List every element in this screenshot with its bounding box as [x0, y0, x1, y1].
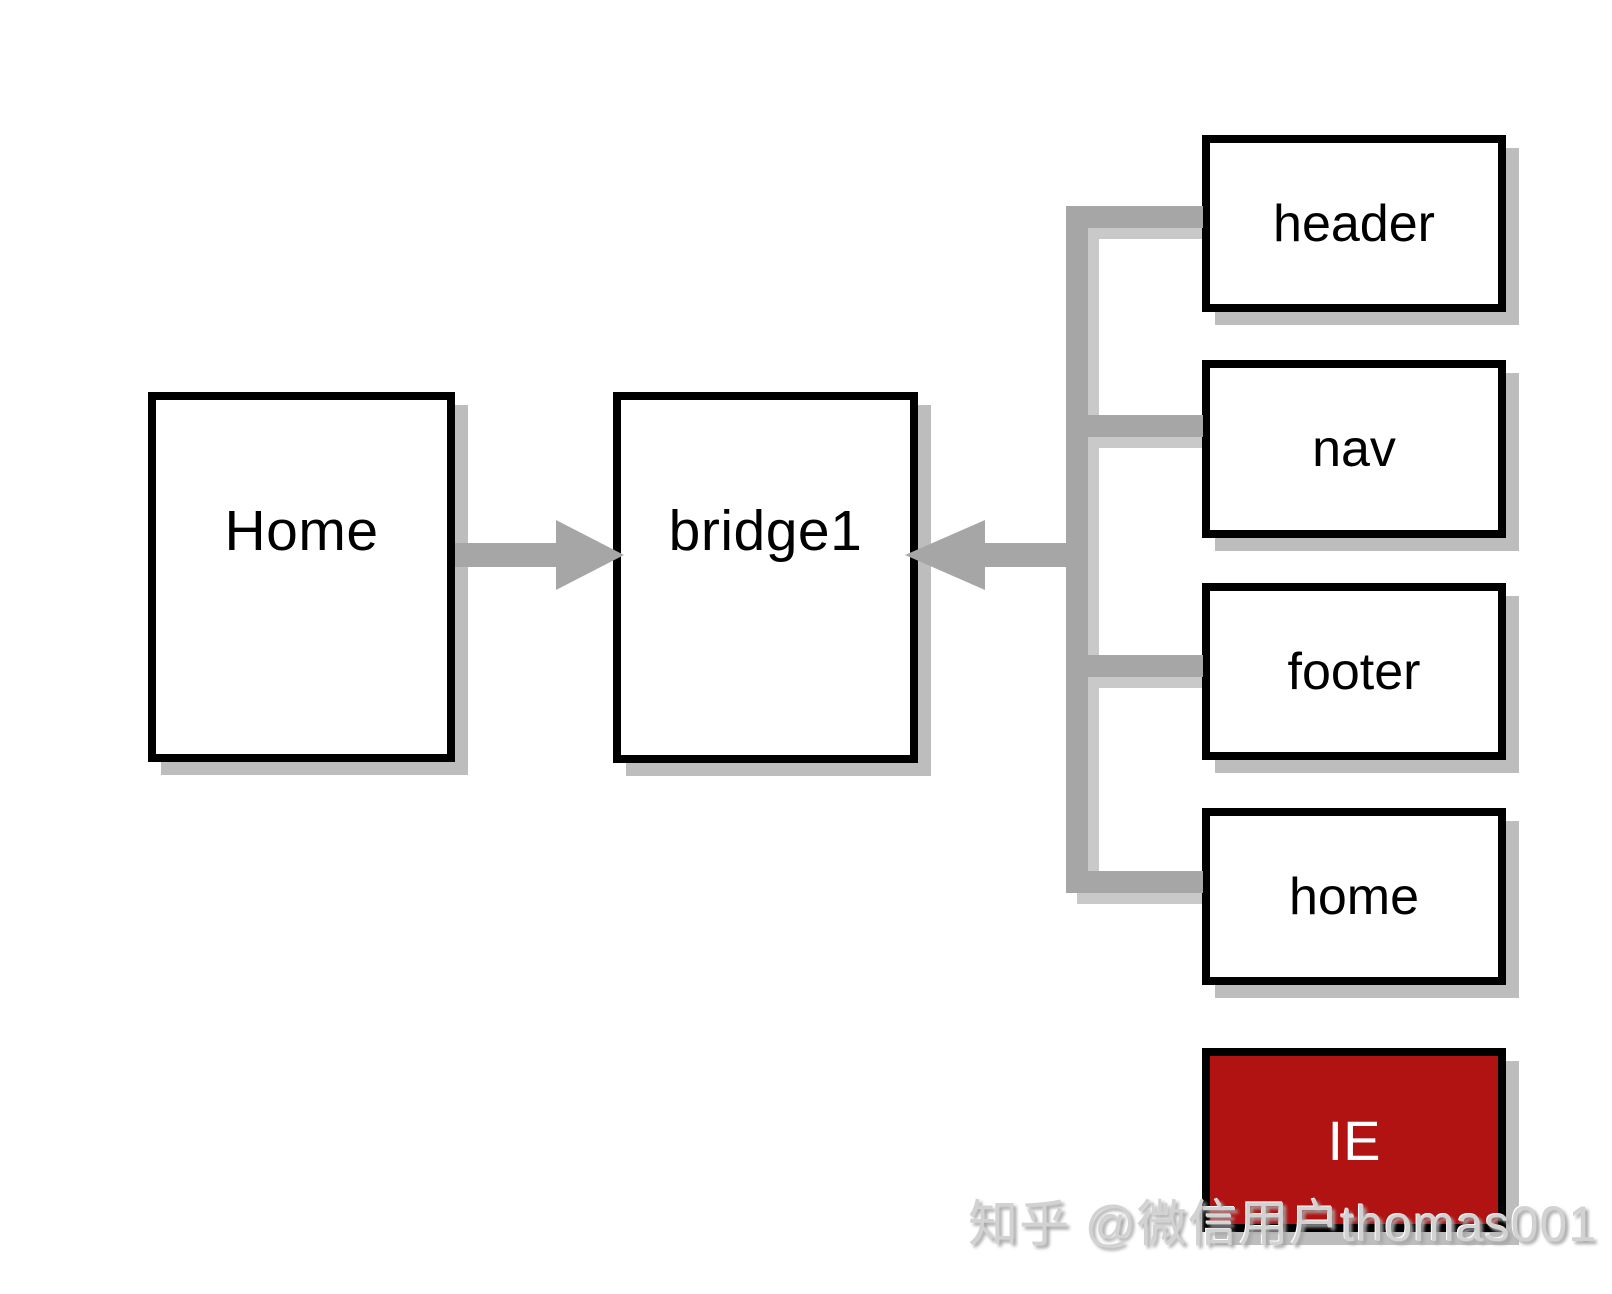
node-footer: footer — [1202, 583, 1506, 760]
node-footer-label: footer — [1287, 642, 1421, 701]
watermark-text: 知乎 @微信用户thomas001 — [968, 1196, 1598, 1252]
arrow-home-to-bridge1 — [455, 520, 624, 590]
node-header: header — [1202, 135, 1506, 312]
node-nav-label: nav — [1312, 420, 1396, 478]
node-home-partial-label: home — [1288, 867, 1420, 926]
node-home-page-label: Home — [224, 498, 379, 563]
node-home-page: Home — [148, 392, 455, 762]
arrow-bracket-to-bridge1 — [905, 520, 1082, 590]
bracket-connector — [1066, 206, 1203, 893]
node-nav: nav — [1202, 360, 1506, 538]
node-ie-label: IE — [1327, 1108, 1381, 1172]
node-header-label: header — [1273, 194, 1435, 253]
node-bridge1: bridge1 — [613, 392, 918, 763]
node-home-partial: home — [1202, 808, 1506, 985]
node-bridge1-label: bridge1 — [668, 499, 863, 564]
